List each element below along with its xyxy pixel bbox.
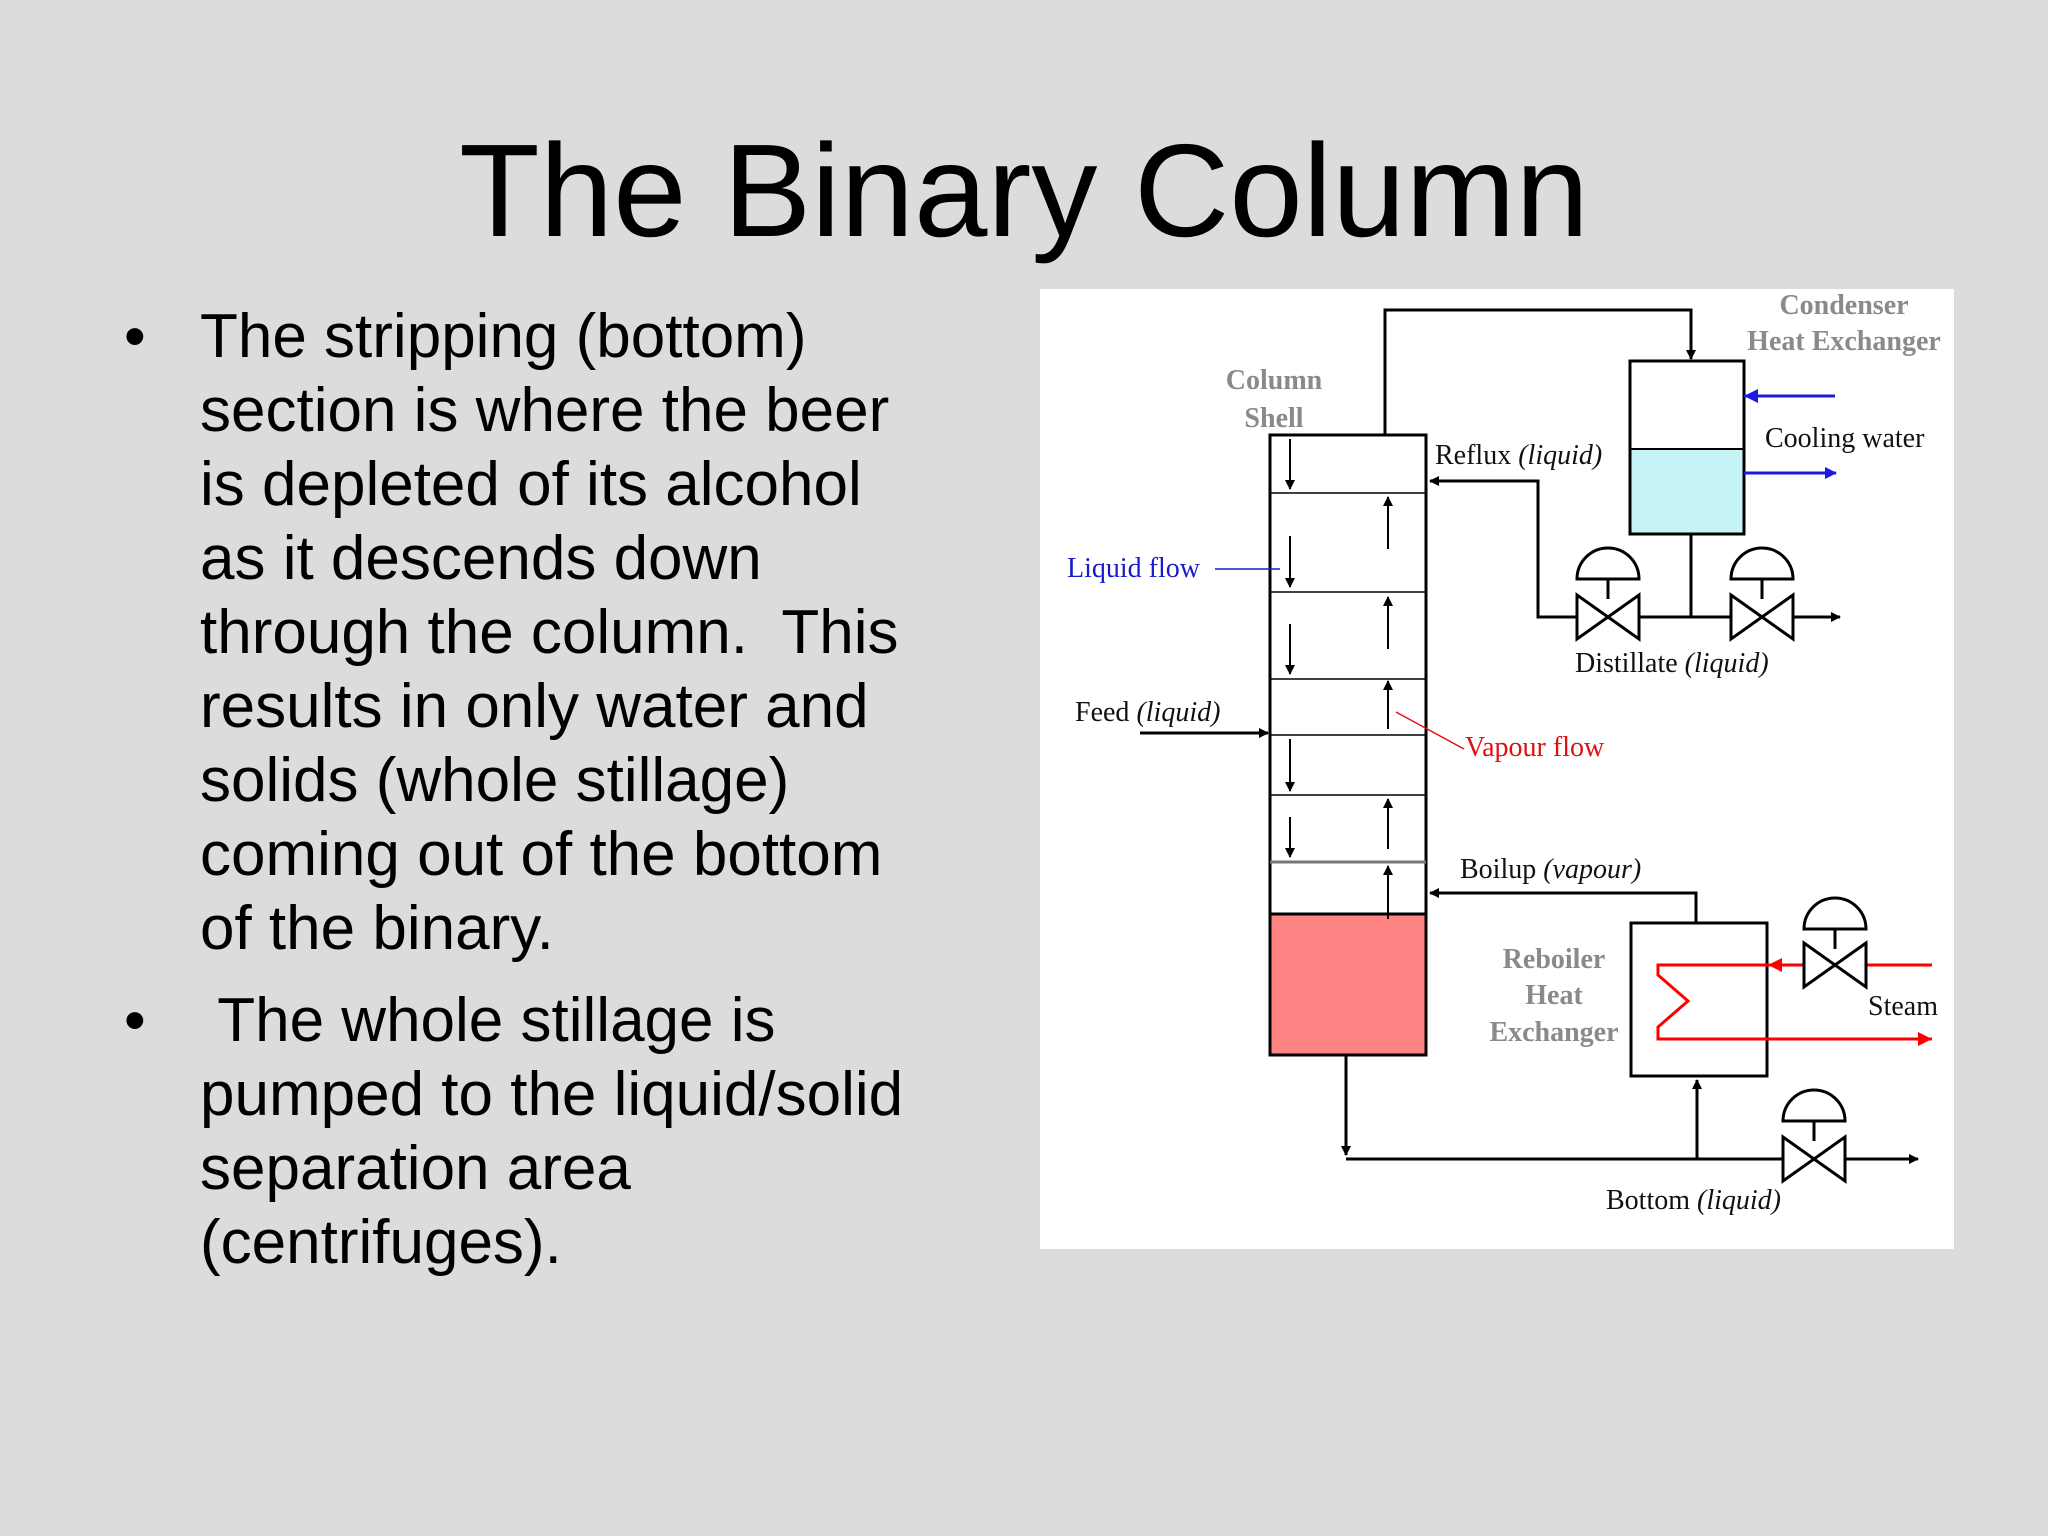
internal-flow-arrows	[1285, 439, 1393, 919]
condensate-fill	[1629, 448, 1745, 535]
condenser	[1628, 359, 1837, 536]
condenser-label: Heat Exchanger	[1747, 326, 1941, 357]
bottom-valve	[1781, 1088, 1847, 1184]
bullet-text: The stripping (bottom) section is where …	[200, 302, 916, 963]
distillation-column-diagram: Condenser Heat Exchanger Column Shell Re…	[1040, 289, 1954, 1249]
boilup-label: Boilup (vapour)	[1460, 854, 1641, 885]
condenser-label: Condenser	[1779, 290, 1908, 321]
reboiler-label: Exchanger	[1489, 1017, 1618, 1048]
column-trays	[1270, 492, 1426, 864]
steam-valve	[1802, 896, 1868, 990]
bullet-marker: •	[124, 986, 146, 1055]
vapour-flow-pointer	[1395, 711, 1465, 750]
column-liquid-pool	[1268, 912, 1428, 1057]
bullet-item: • The stripping (bottom) section is wher…	[120, 300, 940, 966]
reflux-label: Reflux (liquid)	[1435, 440, 1602, 471]
column-shell-label: Shell	[1244, 403, 1303, 434]
cooling-water-label: Cooling water	[1765, 423, 1925, 454]
boilup-line	[1429, 888, 1698, 923]
reboiler-label: Heat	[1525, 980, 1583, 1011]
feed-label: Feed (liquid)	[1075, 697, 1220, 728]
overhead-vapour-line	[1383, 308, 1696, 435]
reboiler	[1629, 921, 1932, 1078]
column-shell-label: Column	[1226, 365, 1323, 396]
bullet-text: The whole stillage is pumped to the liqu…	[200, 986, 921, 1277]
vapour-flow-label: Vapour flow	[1465, 732, 1605, 763]
reflux-valve	[1575, 546, 1641, 642]
steam-label: Steam	[1868, 991, 1938, 1022]
distillate-valve	[1729, 546, 1795, 642]
diagram-svg: Condenser Heat Exchanger Column Shell Re…	[1067, 290, 1941, 1216]
bullet-marker: •	[124, 302, 146, 371]
distillate-label: Distillate (liquid)	[1575, 648, 1769, 679]
bottom-label: Bottom (liquid)	[1606, 1185, 1781, 1216]
slide-title: The Binary Column	[459, 117, 1589, 264]
liquid-flow-label: Liquid flow	[1067, 553, 1201, 584]
bullet-list: • The stripping (bottom) section is wher…	[120, 300, 940, 1298]
bullet-item: • The whole stillage is pumped to the li…	[120, 984, 940, 1280]
column-shell	[1268, 433, 1428, 1057]
reboiler-label: Reboiler	[1503, 944, 1606, 975]
